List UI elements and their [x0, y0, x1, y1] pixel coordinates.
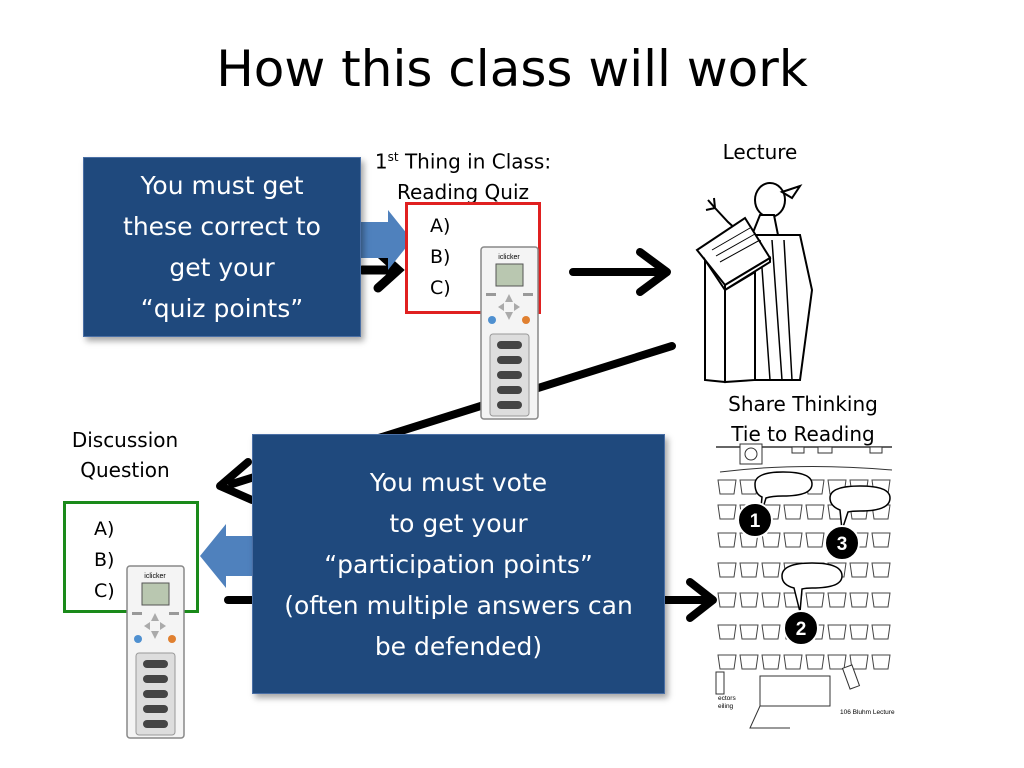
iclicker-remote-quiz: iclicker	[480, 246, 540, 426]
speech-bubble-2	[781, 562, 843, 613]
group-number-1-label: 1	[750, 511, 761, 532]
group-number-3: 3	[824, 525, 860, 561]
seat	[761, 624, 781, 640]
share-thinking-line2: Tie to Reading	[731, 422, 875, 446]
share-thinking-line1: Share Thinking	[728, 392, 878, 416]
seat	[717, 562, 737, 578]
caption-rest: Thing in Class:	[398, 149, 552, 174]
seat	[717, 592, 737, 608]
seat	[717, 624, 737, 640]
iclicker-icon-2: iclicker	[126, 565, 185, 739]
seat	[783, 532, 803, 548]
discussion-choice-c: C)	[94, 580, 115, 602]
arrow-to-lecture	[569, 248, 671, 296]
seat	[805, 532, 825, 548]
seat	[827, 624, 847, 640]
seat	[717, 479, 737, 495]
seat	[871, 624, 891, 640]
seat	[739, 624, 759, 640]
quiz-points-line-3: get your	[169, 253, 275, 282]
caption-ordinal: 1	[374, 149, 388, 174]
participation-line-2: to get your	[389, 508, 528, 538]
seat	[761, 532, 781, 548]
reading-quiz-caption: 1st Thing in Class: Reading Quiz	[352, 142, 574, 207]
seat	[805, 592, 825, 608]
seat	[783, 654, 803, 670]
classroom-label-left-1: ectors	[718, 695, 736, 702]
share-thinking-caption: Share Thinking Tie to Reading	[712, 389, 894, 449]
blue-arrow-participation	[200, 524, 256, 588]
arrow-to-share-thinking	[659, 578, 717, 622]
seat	[783, 504, 803, 520]
classroom-label-right: 106 Bluhm Lecture	[840, 709, 895, 716]
participation-line-5: be defended)	[374, 631, 543, 661]
seat	[717, 532, 737, 548]
classroom-label-left-2: eiling	[718, 703, 734, 710]
seat	[717, 654, 737, 670]
iclicker-brand-2: iclicker	[144, 573, 166, 580]
caption-line2: Reading Quiz	[396, 179, 529, 204]
seat	[739, 479, 759, 495]
group-number-2: 2	[783, 610, 819, 646]
seat	[761, 592, 781, 608]
seat	[849, 654, 869, 670]
iclicker-brand: iclicker	[498, 254, 520, 261]
speech-bubble-1	[754, 471, 813, 519]
seat	[849, 624, 869, 640]
choice-c: C)	[430, 277, 451, 299]
seat	[871, 532, 891, 548]
seat	[739, 654, 759, 670]
quiz-points-line-4: “quiz points”	[140, 294, 304, 323]
caption-superscript: st	[387, 150, 399, 164]
discussion-line2: Question	[80, 458, 170, 482]
participation-line-1: You must vote	[369, 467, 548, 497]
iclicker-icon: iclicker	[480, 246, 539, 420]
seat	[739, 562, 759, 578]
seat	[849, 592, 869, 608]
seat	[761, 654, 781, 670]
arrowhead-discussion	[216, 458, 256, 504]
group-number-1: 1	[737, 502, 773, 538]
seat	[871, 654, 891, 670]
speech-bubble-3	[829, 485, 891, 531]
seat	[827, 654, 847, 670]
blue-arrow-quiz	[360, 210, 412, 270]
lecture-caption: Lecture	[722, 140, 798, 164]
seat	[739, 592, 759, 608]
discussion-line1: Discussion	[71, 428, 179, 452]
choice-a: A)	[430, 215, 451, 237]
slide-title: How this class will work	[216, 40, 808, 98]
iclicker-remote-discussion: iclicker	[126, 565, 186, 745]
quiz-points-line-1: You must get	[140, 171, 304, 200]
seat	[871, 562, 891, 578]
discussion-choice-a: A)	[94, 518, 115, 540]
participation-points-box: You must vote to get your “participation…	[252, 434, 665, 694]
choice-b: B)	[430, 246, 451, 268]
seat	[827, 592, 847, 608]
seat	[805, 504, 825, 520]
participation-line-4: (often multiple answers can	[284, 590, 633, 620]
seat	[761, 562, 781, 578]
group-number-2-label: 2	[796, 619, 807, 640]
participation-line-3: “participation points”	[324, 549, 593, 579]
discussion-choice-b: B)	[94, 549, 115, 571]
quiz-points-box: You must get these correct to get your “…	[83, 157, 361, 337]
seat	[805, 654, 825, 670]
quiz-points-line-2: these correct to	[123, 212, 321, 241]
seat	[849, 562, 869, 578]
seat	[717, 504, 737, 520]
seat	[871, 592, 891, 608]
discussion-caption: Discussion Question	[55, 425, 195, 485]
group-number-3-label: 3	[837, 534, 848, 555]
